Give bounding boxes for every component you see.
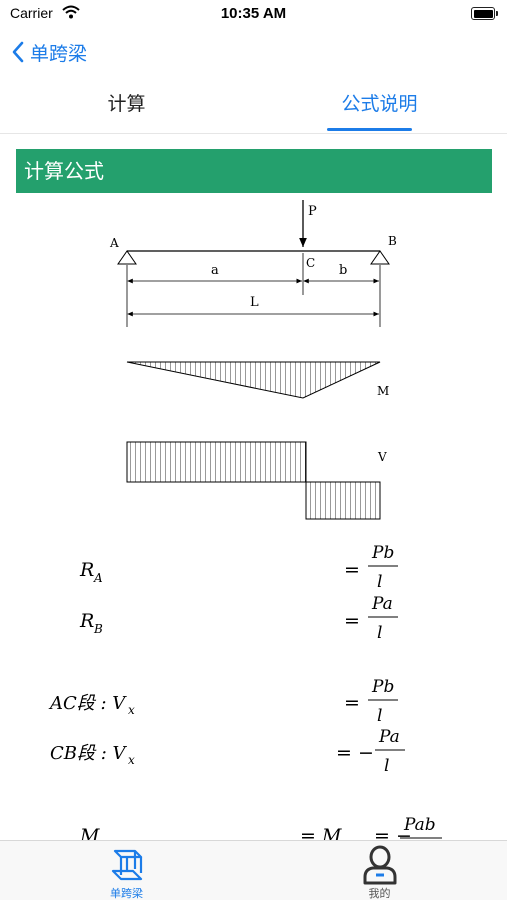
nav-bar: 单跨梁: [0, 30, 507, 74]
svg-text:Pab: Pab: [403, 815, 436, 835]
support-b: [370, 250, 390, 265]
tab-bar-single-span-beam[interactable]: 单跨梁: [0, 841, 253, 900]
chevron-left-icon: [12, 41, 24, 63]
svg-text:CB段 : V: CB段 : V: [50, 743, 128, 764]
wifi-icon: [62, 5, 80, 19]
svg-text:l: l: [384, 756, 389, 776]
shear-positive: [126, 441, 307, 483]
formula-ac-shear: AC段 : V x = Pb l: [48, 677, 398, 726]
svg-text:=: =: [344, 692, 360, 714]
formula-ra: R A = Pb l: [79, 543, 398, 592]
svg-text:AC段 : V: AC段 : V: [48, 693, 127, 714]
back-button[interactable]: 单跨梁: [12, 38, 87, 66]
svg-text:B: B: [93, 622, 103, 636]
tab-bar-label-mine: 我的: [368, 887, 391, 900]
carrier-label: Carrier: [10, 5, 53, 21]
beam-icon: [111, 849, 142, 881]
formula-rb: R B = Pa l: [79, 594, 398, 643]
svg-text:R: R: [79, 559, 94, 581]
label-dim-b: b: [339, 263, 347, 278]
svg-text:l: l: [377, 572, 382, 592]
formula-list: R A = Pb l R B = Pa l AC段 : V x = Pb l C…: [0, 535, 507, 845]
svg-text:R: R: [79, 610, 94, 632]
label-b-support: B: [388, 234, 397, 248]
segment-tabs: 计算 公式说明: [0, 76, 507, 134]
tab-bar-label-beam: 单跨梁: [110, 887, 143, 900]
shear-negative: [305, 481, 381, 520]
tab-bar-mine[interactable]: 我的: [253, 841, 506, 900]
status-bar: Carrier 10:35 AM: [0, 0, 507, 30]
section-header: 计算公式: [16, 149, 492, 193]
svg-text:= −: = −: [336, 742, 374, 764]
svg-text:=: =: [344, 610, 360, 632]
battery-icon: [471, 7, 498, 20]
formula-cb-shear: CB段 : V x = − Pa l: [50, 727, 405, 776]
svg-text:l: l: [377, 623, 382, 643]
beam-diagram: P A B C a b L M V: [109, 200, 397, 520]
label-moment: M: [377, 384, 389, 398]
back-label: 单跨梁: [30, 42, 88, 65]
label-shear: V: [377, 450, 387, 464]
label-dim-a: a: [211, 263, 219, 278]
support-a: [117, 250, 137, 265]
bottom-tab-bar: 单跨梁 我的: [0, 840, 507, 900]
svg-text:x: x: [128, 703, 135, 717]
label-dim-l: L: [250, 295, 259, 310]
svg-text:Pb: Pb: [371, 677, 394, 697]
status-time: 10:35 AM: [220, 5, 287, 22]
label-a-support: A: [109, 236, 119, 250]
label-c: C: [306, 256, 315, 270]
svg-text:=: =: [344, 559, 360, 581]
svg-text:A: A: [93, 571, 103, 585]
svg-text:Pa: Pa: [371, 594, 393, 614]
tab-calculate[interactable]: 计算: [107, 93, 146, 115]
svg-text:Pa: Pa: [378, 727, 400, 747]
moment-diagram: [126, 361, 381, 399]
tab-formula-description[interactable]: 公式说明: [341, 93, 418, 115]
svg-text:l: l: [377, 706, 382, 726]
svg-text:x: x: [128, 753, 135, 767]
svg-text:Pb: Pb: [371, 543, 394, 563]
label-p: P: [308, 204, 317, 219]
person-icon: [363, 845, 396, 885]
tab-indicator: [327, 128, 412, 131]
